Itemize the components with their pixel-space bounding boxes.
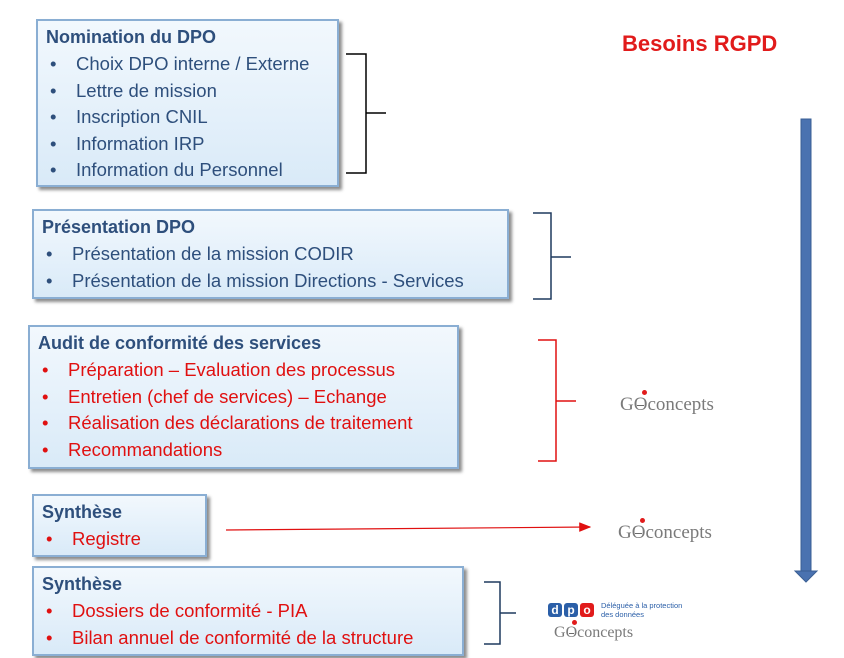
bracket-nomination bbox=[346, 53, 386, 174]
box-synthese-bilan: Synthèse •Dossiers de conformité - PIA •… bbox=[32, 566, 464, 656]
list-item: •Bilan annuel de conformité de la struct… bbox=[46, 626, 414, 648]
page-title: Besoins RGPD bbox=[622, 31, 778, 56]
list-item: •Présentation de la mission CODIR bbox=[46, 243, 354, 264]
bracket-synthese bbox=[484, 581, 516, 645]
box-nomination-dpo: Nomination du DPO •Choix DPO interne / E… bbox=[36, 19, 339, 187]
box-heading: Synthèse bbox=[42, 574, 123, 594]
registre-arrow bbox=[225, 522, 592, 532]
timeline-down-arrow bbox=[793, 118, 819, 583]
dpo-logo: d p o Déléguée à la protection des donné… bbox=[548, 601, 721, 619]
dpo-letter-p: p bbox=[564, 603, 578, 617]
list-item: •Inscription CNIL bbox=[50, 106, 208, 127]
box-presentation-dpo: Présentation DPO •Présentation de la mis… bbox=[32, 209, 509, 299]
list-item: •Registre bbox=[46, 528, 141, 549]
list-item: •Choix DPO interne / Externe bbox=[50, 53, 310, 74]
dpo-caption: Déléguée à la protection des données bbox=[601, 601, 683, 619]
dpo-letter-d: d bbox=[548, 603, 562, 617]
list-item: •Information du Personnel bbox=[50, 159, 283, 180]
list-item: •Réalisation des déclarations de traitem… bbox=[42, 412, 413, 433]
box-synthese-registre: Synthèse •Registre bbox=[32, 494, 207, 557]
list-item: •Préparation – Evaluation des processus bbox=[42, 359, 396, 380]
box-heading: Nomination du DPO bbox=[46, 27, 216, 47]
box-heading: Synthèse bbox=[42, 502, 123, 522]
list-item: •Entretien (chef de services) – Echange bbox=[42, 385, 387, 407]
box-heading: Présentation DPO bbox=[42, 217, 196, 237]
box-heading: Audit de conformité des services bbox=[38, 333, 322, 353]
bracket-audit bbox=[538, 339, 576, 462]
list-item: •Lettre de mission bbox=[50, 79, 217, 101]
dpo-letter-o: o bbox=[580, 603, 594, 617]
list-item: •Présentation de la mission Directions -… bbox=[46, 269, 464, 291]
box-audit-conformite: Audit de conformité des services •Prépar… bbox=[28, 325, 459, 469]
list-item: •Recommandations bbox=[42, 438, 223, 460]
list-item: •Dossiers de conformité - PIA bbox=[46, 600, 308, 621]
list-item: •Information IRP bbox=[50, 132, 205, 154]
bracket-presentation bbox=[533, 212, 571, 300]
